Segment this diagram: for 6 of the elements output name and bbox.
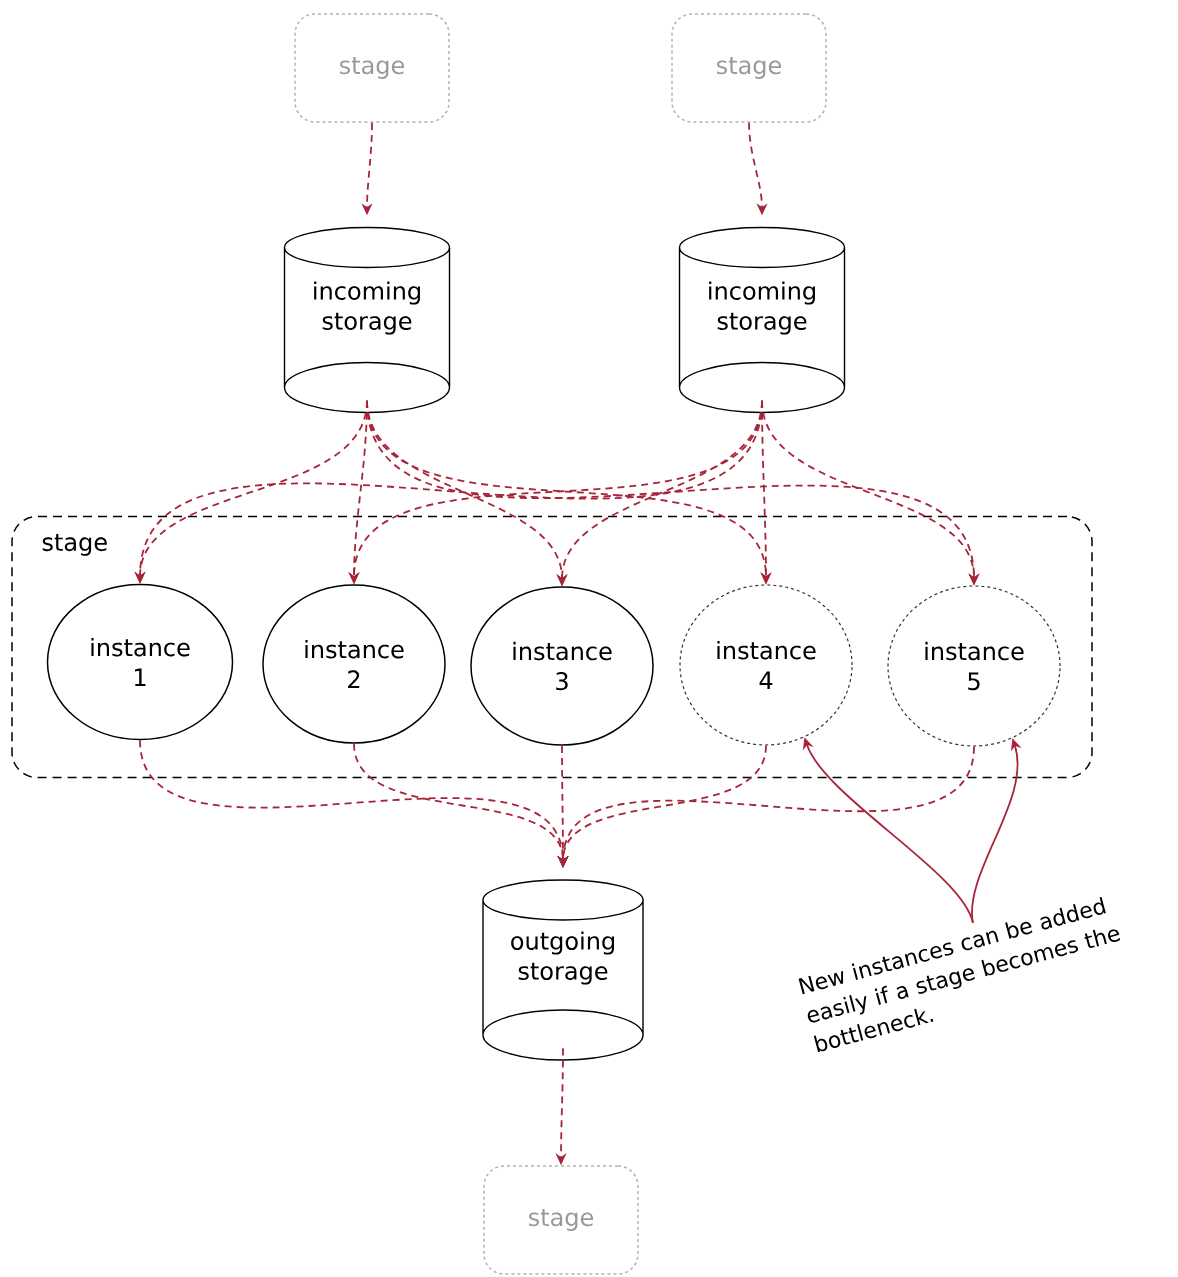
stage-box: stage (294, 13, 450, 123)
storage-cylinder: outgoing storage (482, 879, 644, 1061)
stage-box: stage (671, 13, 827, 123)
storage-cylinder: incoming storage (283, 226, 451, 414)
stage-box: stage (483, 1165, 639, 1275)
storage-cylinder: incoming storage (678, 226, 846, 414)
